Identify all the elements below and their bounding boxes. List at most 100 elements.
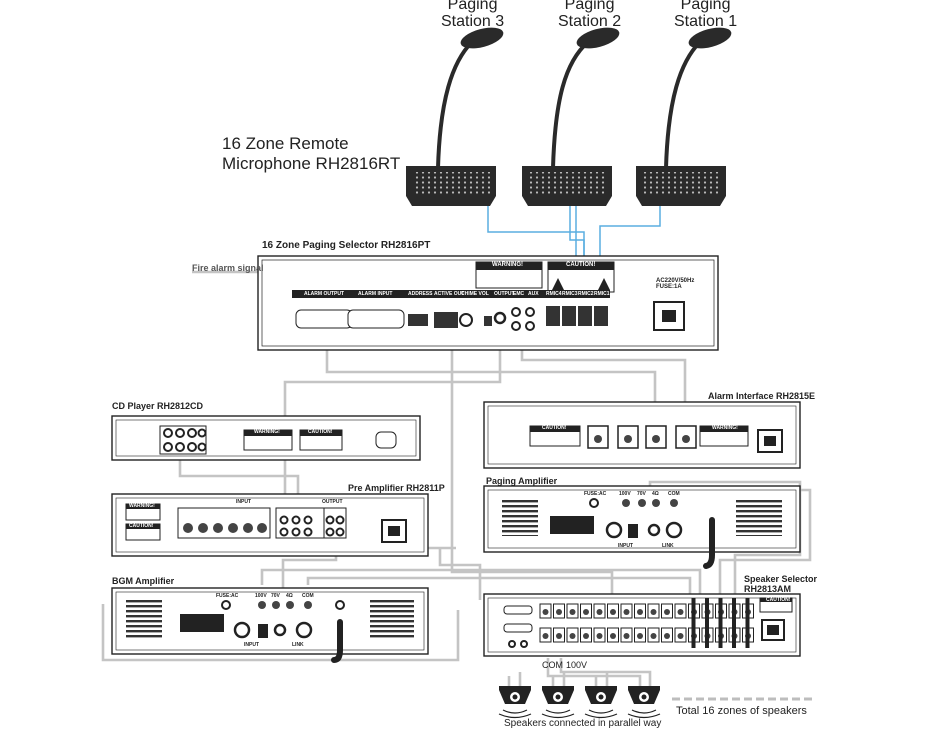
button-grid <box>414 172 490 194</box>
zone-terminal-16 <box>742 598 754 648</box>
station-3-label: Paging Station 3 <box>441 0 505 30</box>
zone-terminal-1 <box>539 603 552 643</box>
emc-jack-2 <box>511 321 521 331</box>
cd-warning-label: WARNING! <box>254 429 280 435</box>
bgm-amp-tap-4ohm: 4Ω <box>286 593 293 599</box>
rmic4-label: RMIC4 <box>546 291 562 297</box>
alarm-interface-title: Alarm Interface RH2815E <box>708 391 816 401</box>
zone-terminal-15 <box>728 598 741 648</box>
paging-station-1 <box>636 27 732 206</box>
address-label: ADDRESS <box>408 291 433 297</box>
paging-amp-tap-com: COM <box>668 491 680 497</box>
paging-station-2 <box>522 27 620 206</box>
xlr-input <box>605 521 623 539</box>
bgm-amp-tap-70v: 70V <box>271 593 280 599</box>
station-2-label: Paging Station 2 <box>558 0 622 30</box>
paging-amplifier-device <box>483 485 801 569</box>
rmic2-label: RMIC2 <box>578 291 594 297</box>
cd-caution-label: CAUTION! <box>308 429 333 435</box>
pre-amp-input-label: INPUT <box>236 499 251 505</box>
cable-speaker-bus-b <box>559 658 652 688</box>
cd-player-device <box>111 415 421 461</box>
mark-label <box>180 614 224 632</box>
speaker-selector-title: Speaker Selector RH2813AM <box>744 574 818 594</box>
rmic3-label: RMIC3 <box>562 291 578 297</box>
active-out-label: ACTIVE OUT <box>434 291 465 297</box>
zone-terminal-2 <box>553 603 565 643</box>
alarm-output-label: ALARM OUTPUT <box>304 291 344 297</box>
speaker-taps <box>258 601 312 609</box>
address-dip <box>408 314 428 326</box>
aux-jack-2 <box>525 321 535 331</box>
aux-label: AUX <box>528 291 539 297</box>
cable-preamp-down <box>438 548 482 600</box>
paging-station-3 <box>406 27 504 206</box>
speaker-taps <box>622 499 678 507</box>
bgm-amp-fuse: FUSE:AC <box>216 593 239 599</box>
paging-amp-title: Paging Amplifier <box>486 476 558 486</box>
zone-terminal-4 <box>580 603 592 643</box>
alarm-input-label: ALARM INPUT <box>358 291 393 297</box>
power-cord <box>331 619 343 663</box>
speaker-icon <box>627 686 661 719</box>
alarm-interface-device <box>483 401 801 469</box>
db-connector-out <box>503 623 533 633</box>
100v-label: 100V <box>566 660 588 670</box>
fuse <box>221 600 231 610</box>
rmic-3 <box>562 306 576 326</box>
zone-terminal-10 <box>661 603 673 643</box>
pre-amp-output-label: OUTPUT <box>322 499 343 505</box>
gooseneck <box>436 40 474 169</box>
gooseneck <box>551 40 590 169</box>
cable-loop-left <box>101 604 460 662</box>
zone-terminal-12 <box>688 598 700 648</box>
chime-vol-label: CHIME VOL <box>461 291 489 297</box>
mic-head <box>576 27 620 49</box>
bgm-amp-tap-com: COM <box>302 593 314 599</box>
power-cord <box>703 517 715 569</box>
vent-left <box>502 500 538 536</box>
output-label: OUTPUT <box>494 291 515 297</box>
zone-terminal-5 <box>593 603 606 643</box>
total-zones-label: Total 16 zones of speakers <box>676 705 807 717</box>
gooseneck <box>664 40 702 169</box>
cd-output-jacks <box>163 428 207 452</box>
rca-input <box>647 523 661 537</box>
zone-terminal-8 <box>634 603 646 643</box>
aux-inputs <box>279 515 313 537</box>
mic-head <box>460 27 504 49</box>
zone-terminal-7 <box>620 603 633 643</box>
jack-input <box>628 524 638 538</box>
station-1-label: Paging Station 1 <box>674 0 738 30</box>
cable-active-out <box>450 334 614 600</box>
com-label: COM <box>542 660 563 670</box>
mark-label <box>550 516 594 534</box>
paging-selector-title: 16 Zone Paging Selector RH2816PT <box>262 240 431 251</box>
db-connector-in <box>503 605 533 615</box>
aux-jack-1 <box>525 307 535 317</box>
speaker-selector-caution: CAUTION! <box>766 597 791 603</box>
pre-amp-title: Pre Amplifier RH2811P <box>348 483 445 493</box>
bgm-amplifier-device <box>111 587 429 663</box>
remote-mic-title: 16 Zone Remote Microphone RH2816RT <box>222 134 401 173</box>
vent-left <box>126 600 162 638</box>
vent-right <box>736 500 782 536</box>
pre-amp-caution-label: CAUTION! <box>129 523 154 529</box>
rmic1-label: RMIC1 <box>594 291 610 297</box>
active-out-port <box>434 312 458 328</box>
fire-alarm-label: Fire alarm signal <box>192 263 264 273</box>
emc-jack-1 <box>511 307 521 317</box>
pre-amplifier-device <box>111 493 429 557</box>
alarm-warning-label: WARNING! <box>712 425 738 431</box>
speaker-selector-device <box>483 593 801 657</box>
output-jacks <box>325 515 345 537</box>
pre-amp-warning-label: WARNING! <box>129 503 155 509</box>
rmic-4 <box>546 306 560 326</box>
zone-terminal-11 <box>674 603 687 643</box>
alarm-caution-label: CAUTION! <box>542 425 567 431</box>
bgm-amp-link: LINK <box>292 642 304 648</box>
fuse <box>589 498 599 508</box>
cable-speaker-bus-a <box>546 658 642 688</box>
